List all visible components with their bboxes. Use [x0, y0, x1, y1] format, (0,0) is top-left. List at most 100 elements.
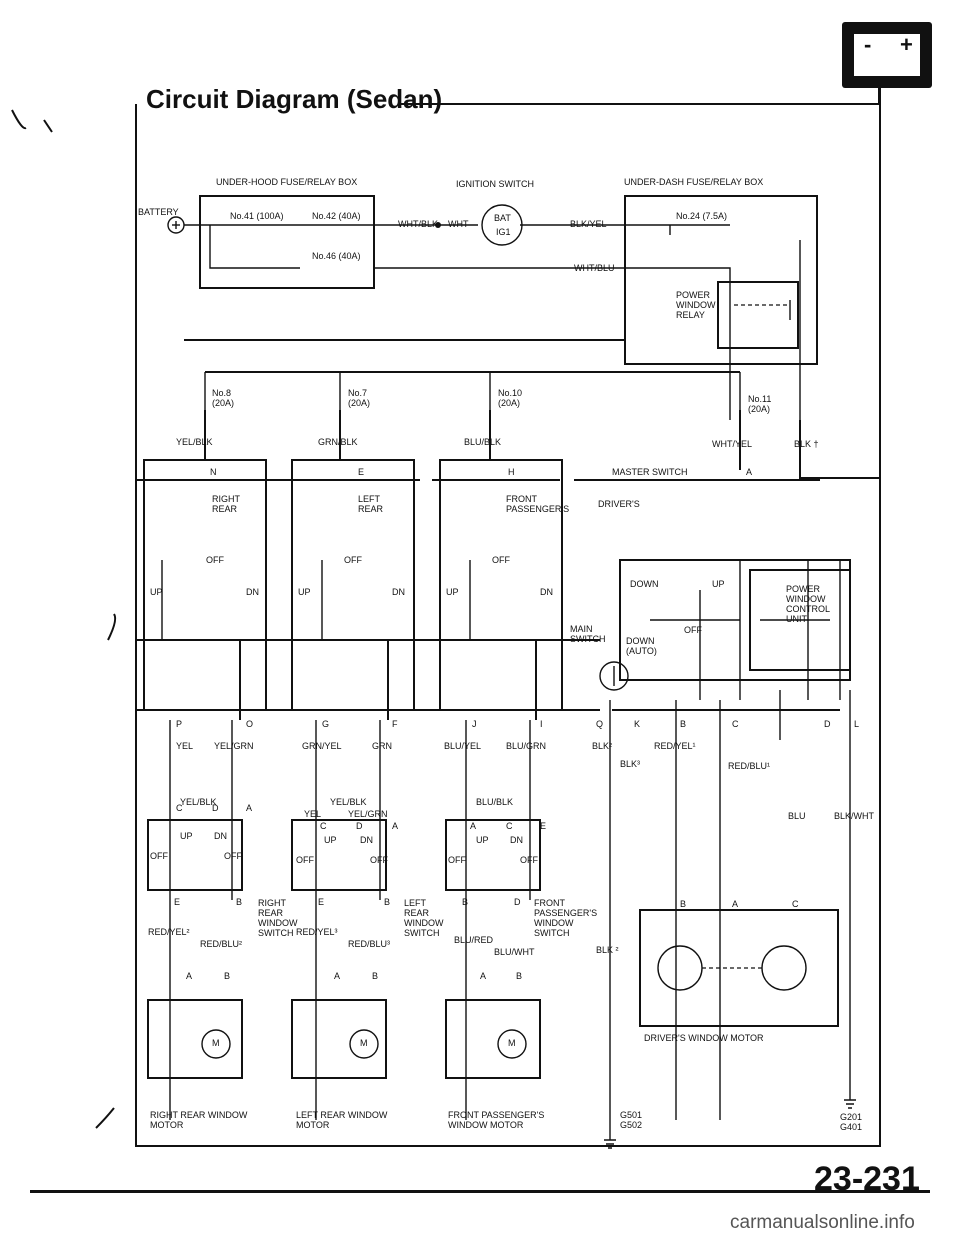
relay-box: [717, 281, 799, 349]
wire-red-blu1: RED/BLU¹: [728, 761, 771, 771]
rr-switch-box: [147, 819, 243, 891]
fp-term-i: I: [540, 719, 543, 729]
rr-section-name: RIGHT REAR: [212, 494, 240, 514]
rrs-feed: YEL/BLK: [180, 797, 217, 807]
fps-off-l: OFF: [448, 855, 466, 865]
master-term-l: L: [854, 719, 860, 729]
rrs-name: RIGHT REAR WINDOW SWITCH: [258, 898, 298, 938]
fps-term-c: C: [506, 821, 513, 831]
rrs-off-r: OFF: [224, 851, 242, 861]
left-edge-marks: [11, 109, 117, 1129]
driver-down-auto-label: DOWN (AUTO): [626, 636, 657, 656]
master-a-terminal: A: [746, 467, 753, 477]
rrs-term-d: D: [212, 803, 219, 813]
fp-wire-blu-grn: BLU/GRN: [506, 741, 547, 751]
rrs-wire-a: RED/YEL²: [148, 927, 190, 937]
blk-dagger-label: BLK †: [794, 439, 819, 449]
underhood-box: [199, 195, 375, 289]
wire-red-yel1: RED/YEL¹: [654, 741, 696, 751]
fps-feed: BLU/BLK: [476, 797, 514, 807]
lrs-wire-a: RED/YEL³: [296, 927, 338, 937]
diagram-frame: [135, 103, 881, 1147]
fpm-a: A: [480, 971, 487, 981]
wire-wht-blk: WHT/BLK: [398, 219, 439, 229]
fps-term-d: D: [514, 897, 521, 907]
relay-label: POWER WINDOW RELAY: [676, 290, 716, 320]
fp-term-j: J: [472, 719, 477, 729]
fp-section-name: FRONT PASSENGER'S: [506, 494, 570, 514]
rr-motor-box: [147, 999, 243, 1079]
rrm-b: B: [224, 971, 231, 981]
rrs-dn: DN: [214, 831, 227, 841]
battery-label: BATTERY: [138, 207, 179, 217]
lr-motor-box: [291, 999, 387, 1079]
footer-rule: [30, 1190, 930, 1193]
driver-motor-box: [639, 909, 839, 1027]
rrm-m: M: [212, 1038, 220, 1048]
fp-wire-blu-yel: BLU/YEL: [444, 741, 482, 751]
lr-up: UP: [298, 587, 311, 597]
rr-term-o: O: [246, 719, 254, 729]
wire-blk3: BLK³: [620, 759, 641, 769]
driver-up-label: UP: [712, 579, 725, 589]
rrs-off-l: OFF: [150, 851, 168, 861]
lrs-off-l: OFF: [296, 855, 314, 865]
fuse-41-label: No.41 (100A): [230, 211, 284, 221]
wire-grn-blk: GRN/BLK: [318, 437, 358, 447]
ground-right-symbol: [844, 1099, 856, 1109]
lrs-term-d: D: [356, 821, 363, 831]
lr-switch-box: [291, 819, 387, 891]
master-term-b: B: [680, 719, 687, 729]
fpm-m: M: [508, 1038, 516, 1048]
fuse-8-label: No.8(20A): [212, 388, 235, 408]
dm-a: A: [732, 899, 739, 909]
ig1-label: IG1: [496, 227, 511, 237]
lrs-extra-yel-grn: YEL/GRN: [348, 809, 388, 819]
lrs-off-r: OFF: [370, 855, 388, 865]
lr-wire-grn: GRN: [372, 741, 392, 751]
wire-blk-wht: BLK/WHT: [834, 811, 875, 821]
rrs-term-a: A: [246, 803, 253, 813]
driver-down-label: DOWN: [630, 579, 659, 589]
underdash-box: [624, 195, 818, 365]
rrs-term-e: E: [174, 897, 181, 907]
fp-motor-m: [497, 1029, 527, 1059]
control-unit-box: [749, 569, 851, 671]
fuse-42-label: No.42 (40A): [312, 211, 361, 221]
fpm-b: B: [516, 971, 523, 981]
page-title: Circuit Diagram (Sedan): [146, 84, 443, 114]
wire-blk2: BLK²: [592, 741, 613, 751]
lrm-name: LEFT REAR WINDOW MOTOR: [296, 1110, 388, 1130]
fps-name: FRONT PASSENGER'S WINDOW SWITCH: [534, 898, 598, 938]
fp-switch-box: [445, 819, 541, 891]
ignition-switch-circle: [481, 204, 523, 246]
battery-icon: - +: [842, 22, 932, 88]
lrm-b: B: [372, 971, 379, 981]
wire-wht-blu: WHT/BLU: [574, 263, 615, 273]
main-switch-lock-icon: [599, 661, 629, 691]
rr-dn: DN: [246, 587, 259, 597]
lrs-term-b: B: [384, 897, 391, 907]
wire-blu-blk: BLU/BLK: [464, 437, 502, 447]
lrm-m: M: [360, 1038, 368, 1048]
lr-top-terminal: E: [358, 467, 365, 477]
ground-left-symbol: [604, 1139, 616, 1149]
lr-term-f: F: [392, 719, 398, 729]
wire-wht: WHT: [448, 219, 469, 229]
lr-dn: DN: [392, 587, 405, 597]
fuse-7-label: No.7(20A): [348, 388, 371, 408]
fuse-46-label: No.46 (40A): [312, 251, 361, 261]
watermark: carmanualsonline.info: [730, 1212, 915, 1233]
lrs-term-a: A: [392, 821, 399, 831]
master-term-q: Q: [596, 719, 604, 729]
fuse-11-label: No.11(20A): [748, 394, 772, 414]
dm-b: B: [680, 899, 687, 909]
rr-term-p: P: [176, 719, 183, 729]
lr-section-name: LEFT REAR: [358, 494, 384, 514]
fps-up: UP: [476, 835, 489, 845]
fps-wire-b: BLU/WHT: [494, 947, 535, 957]
rr-off: OFF: [206, 555, 224, 565]
lrs-name: LEFT REAR WINDOW SWITCH: [404, 898, 444, 938]
lrs-term-c: C: [320, 821, 327, 831]
